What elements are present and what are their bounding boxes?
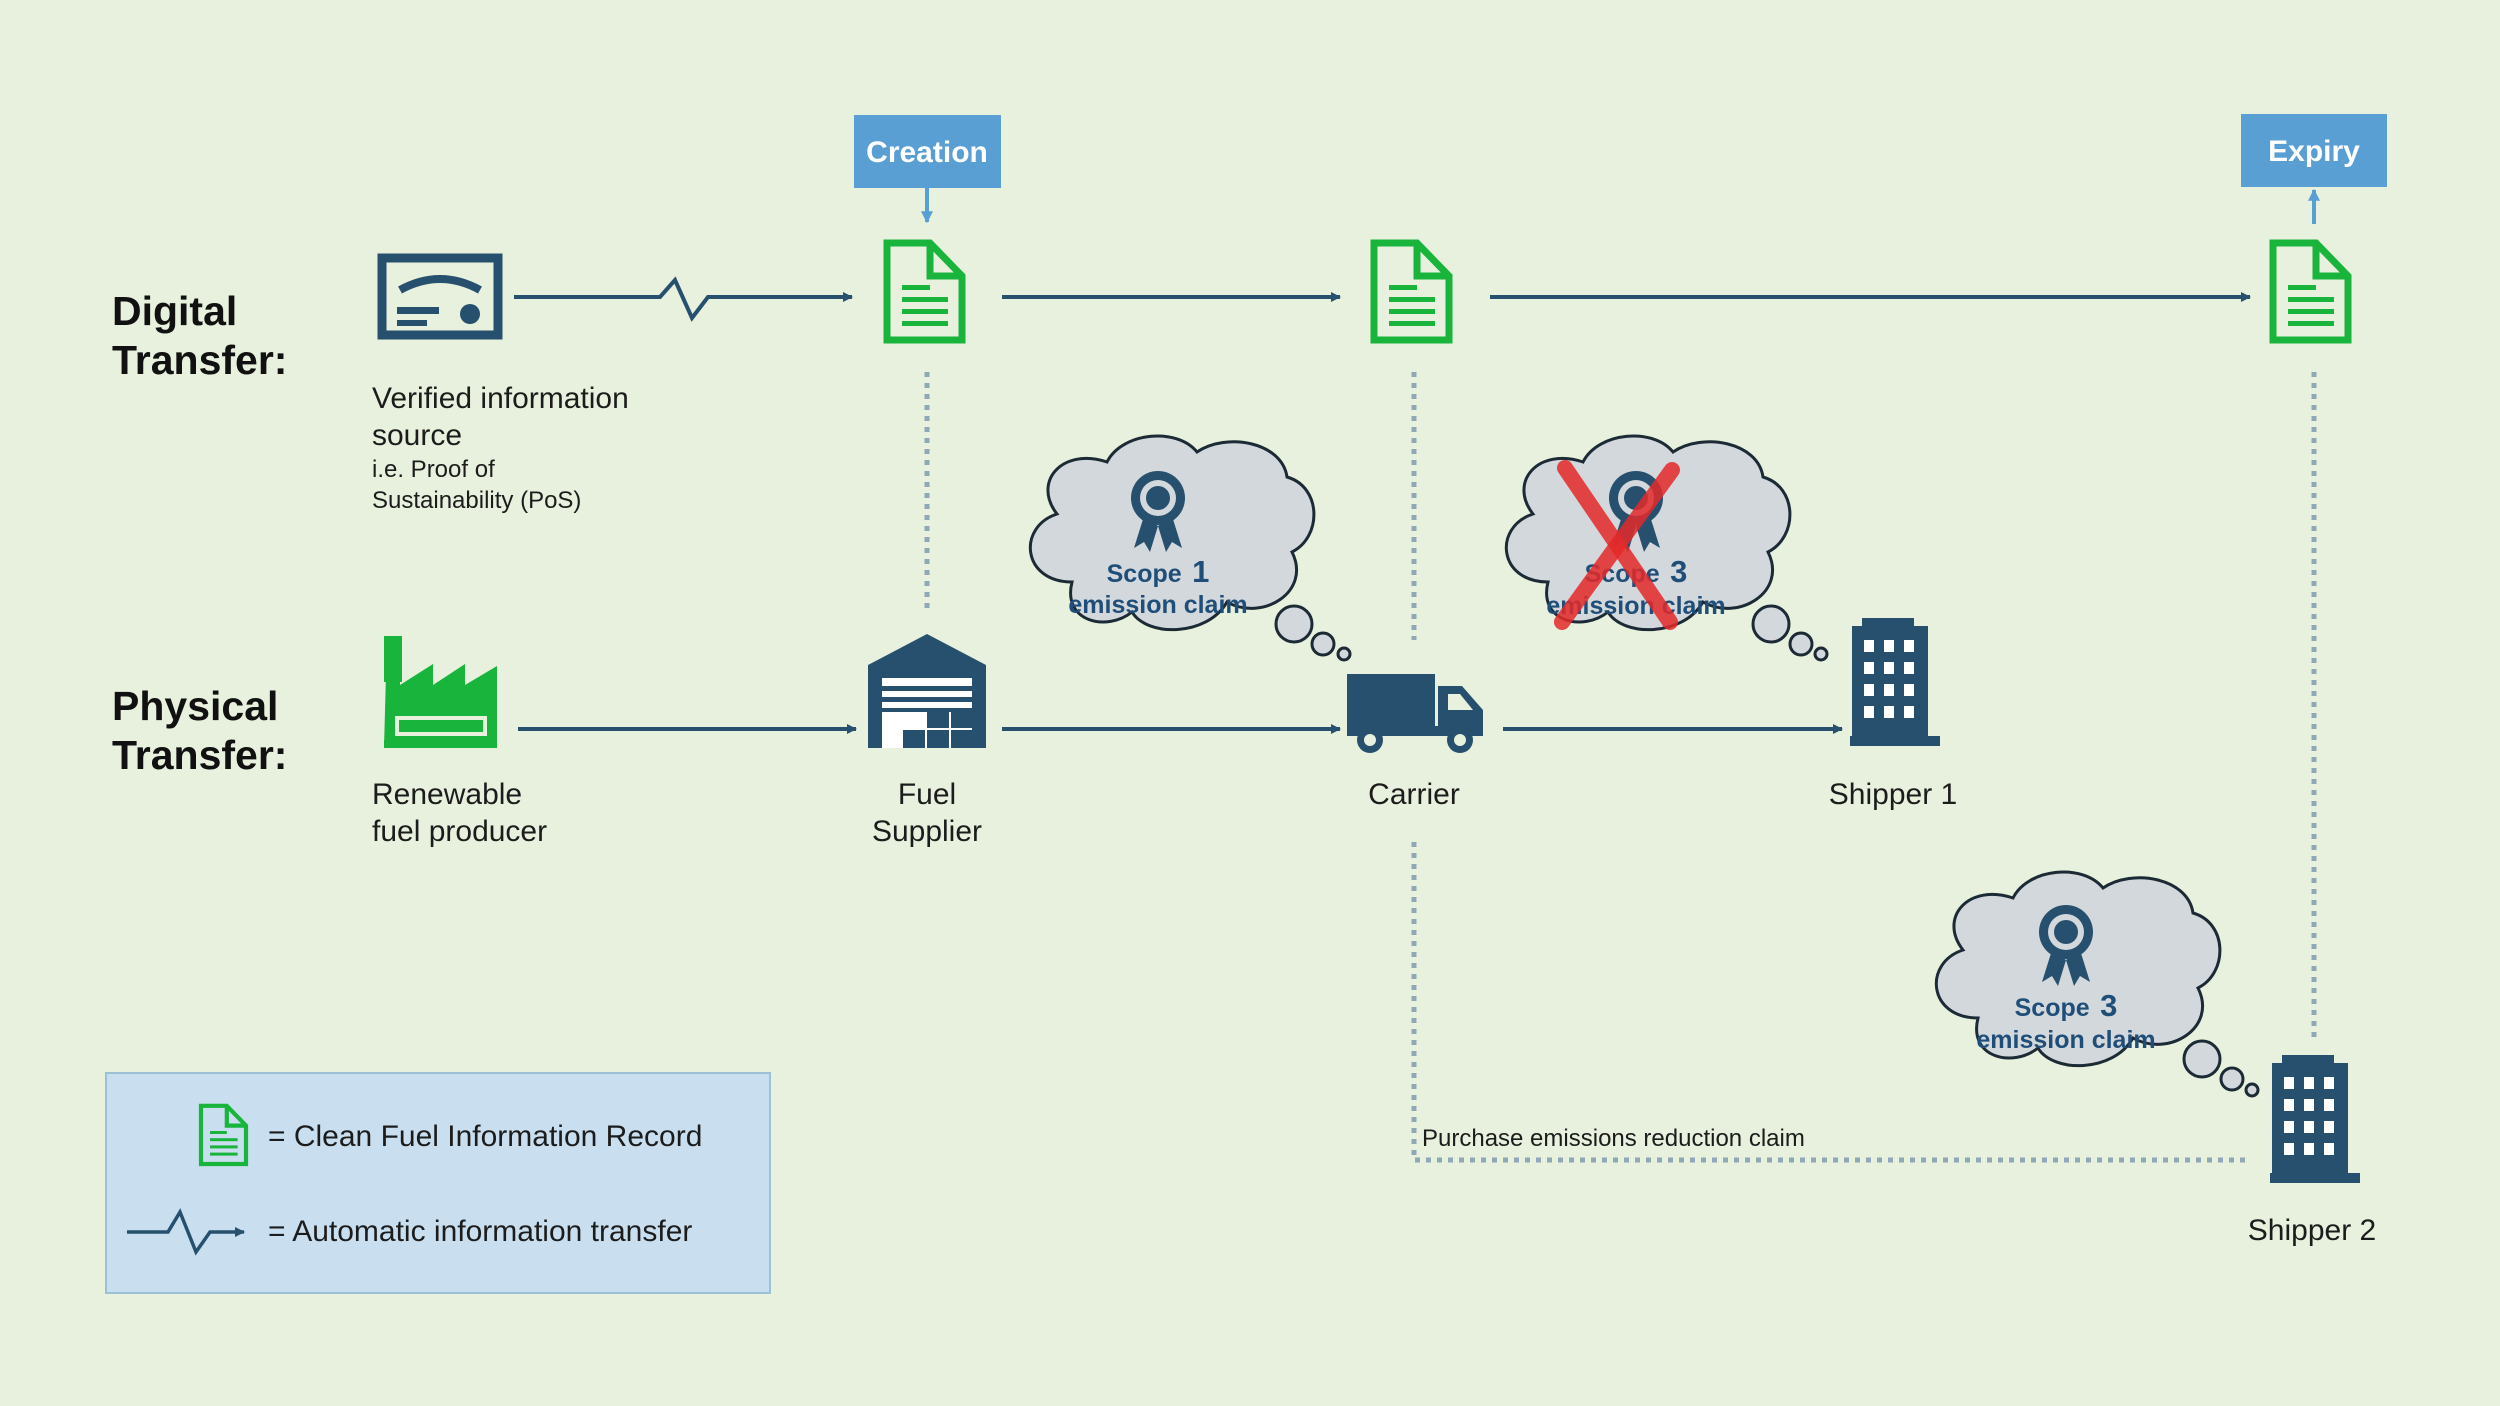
scope1-claim-cloud: Scope 1 emission claim [1028,434,1352,662]
physical-transfer-heading: Physical [112,683,278,729]
building-icon-shipper2 [2270,1055,2360,1183]
source-label-2: source [372,419,462,452]
physical-transfer-heading-2: Transfer: [112,732,287,778]
warehouse-icon [868,634,986,748]
record-doc-icon-3 [2273,243,2348,340]
record-doc-icon-2 [1374,243,1449,340]
claim1-line2: emission claim [1068,591,1247,619]
building-icon-shipper1 [1850,618,1940,746]
legend-record-label: = Clean Fuel Information Record [268,1120,702,1153]
certificate-icon [377,253,503,340]
carrier-label: Carrier [1368,778,1460,811]
supplier-label-1: Fuel [898,778,956,811]
scope3-claim-cloud: Scope 3 emission claim [1934,870,2260,1098]
svg-text:Scope 3: Scope 3 [2015,988,2118,1023]
truck-icon [1347,674,1483,753]
record-doc-icon-1 [887,243,962,340]
supplier-label-2: Supplier [872,815,982,848]
claim1-number: 1 [1192,554,1209,589]
automatic-transfer-arrow [514,276,853,322]
expiry-badge-label: Expiry [2268,135,2360,168]
claim3-line2: emission claim [1976,1026,2155,1054]
digital-transfer-heading: Digital [112,288,237,334]
legend-box: = Clean Fuel Information Record = Automa… [105,1072,771,1294]
legend-transfer-label: = Automatic information transfer [268,1215,692,1248]
legend-transfer-icon [127,1208,245,1256]
shipper2-label: Shipper 2 [2248,1214,2376,1247]
claim3-number: 3 [2100,988,2117,1023]
svg-text:Scope 1: Scope 1 [1107,554,1210,589]
factory-icon [384,636,497,748]
source-label-1: Verified information [372,382,629,415]
source-note-2: Sustainability (PoS) [372,487,581,514]
cross-mark-icon [1554,460,1680,630]
claim2-number: 3 [1670,554,1687,589]
shipper1-label: Shipper 1 [1829,778,1957,811]
scope3-claim-cloud-crossed: Scope 3 emission claim [1504,434,1829,662]
source-note-1: i.e. Proof of [372,456,495,483]
expiry-badge [2241,114,2387,187]
purchase-claim-label: Purchase emissions reduction claim [1422,1125,1805,1152]
producer-label-2: fuel producer [372,815,547,848]
creation-badge-label: Creation [866,136,988,169]
claim1-word: Scope [1107,560,1182,588]
digital-transfer-heading-2: Transfer: [112,337,287,383]
claim3-word: Scope [2015,994,2090,1022]
creation-badge [854,115,1001,188]
producer-label-1: Renewable [372,778,522,811]
